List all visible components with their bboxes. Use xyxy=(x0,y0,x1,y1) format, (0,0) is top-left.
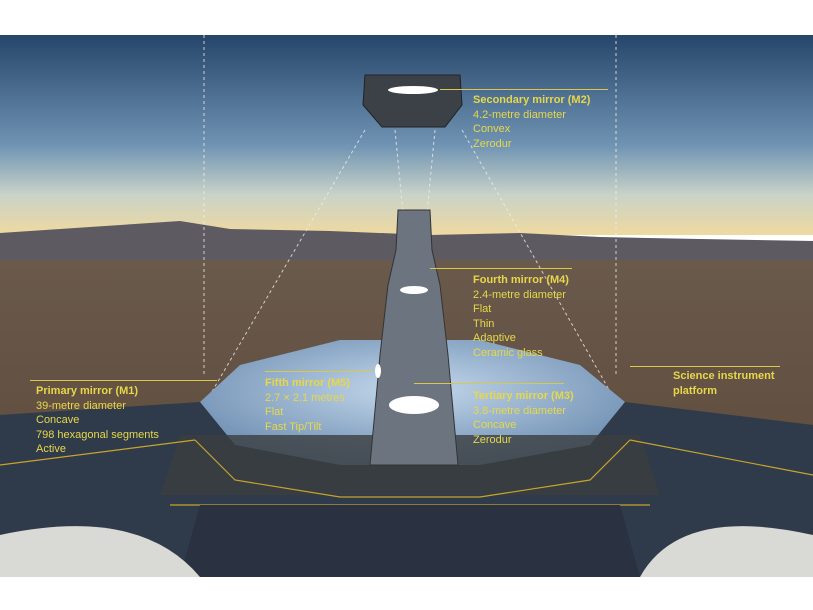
label-title: Fourth mirror (M4) xyxy=(473,274,569,286)
label-line: Fast Tip/Tilt xyxy=(265,420,322,433)
label-line: Convex xyxy=(473,123,511,135)
label-m4: Fourth mirror (M4) 2.4-metre diameter Fl… xyxy=(473,273,569,360)
label-m2: Secondary mirror (M2) 4.2-metre diameter… xyxy=(473,93,590,151)
label-title: Secondary mirror (M2) xyxy=(473,94,591,106)
m2-cell xyxy=(362,74,463,128)
telescope-illustration xyxy=(0,35,813,577)
m3-mirror xyxy=(389,396,439,414)
label-m3: Tertiary mirror (M3) 3.8-metre diameter … xyxy=(473,389,574,447)
light-path-lines xyxy=(203,35,617,396)
m5-leader xyxy=(265,371,373,372)
label-title: Science instrument platform xyxy=(673,370,775,397)
label-line: 39-metre diameter xyxy=(36,399,126,412)
m2-mirror xyxy=(388,86,438,94)
label-line: 4.2-metre diameter xyxy=(473,108,566,121)
label-line: Zerodur xyxy=(473,433,512,446)
label-platform: Science instrument platform xyxy=(673,369,793,398)
label-line: Active xyxy=(36,443,66,455)
label-line: 2.4-metre diameter xyxy=(473,288,566,301)
label-line: Adaptive xyxy=(473,332,516,344)
label-line: 3.8-metre diameter xyxy=(473,404,566,417)
label-line: Flat xyxy=(265,406,284,418)
label-m1: Primary mirror (M1) 39-metre diameter Co… xyxy=(36,384,159,457)
m5-mirror xyxy=(375,364,381,378)
label-line: Flat xyxy=(473,303,492,315)
label-line: 798 hexagonal segments xyxy=(36,428,159,441)
label-title: Primary mirror (M1) xyxy=(36,385,139,397)
label-line: Thin xyxy=(473,317,495,330)
label-line: Concave xyxy=(473,419,517,431)
platform-leader xyxy=(630,366,780,367)
label-title: Fifth mirror (M5) xyxy=(265,377,350,389)
label-title: Tertiary mirror (M3) xyxy=(473,390,574,402)
m1-leader xyxy=(30,380,217,381)
label-line: Ceramic glass xyxy=(473,346,543,359)
m2-leader xyxy=(440,89,608,90)
label-line: Zerodur xyxy=(473,137,512,150)
m4-leader xyxy=(430,268,572,269)
label-line: 2.7 × 2.1 metres xyxy=(265,391,345,404)
label-m5: Fifth mirror (M5) 2.7 × 2.1 metres Flat … xyxy=(265,376,350,434)
m4-mirror xyxy=(400,286,428,294)
sky xyxy=(0,35,813,235)
m3-leader xyxy=(414,383,564,384)
label-line: Concave xyxy=(36,414,80,426)
